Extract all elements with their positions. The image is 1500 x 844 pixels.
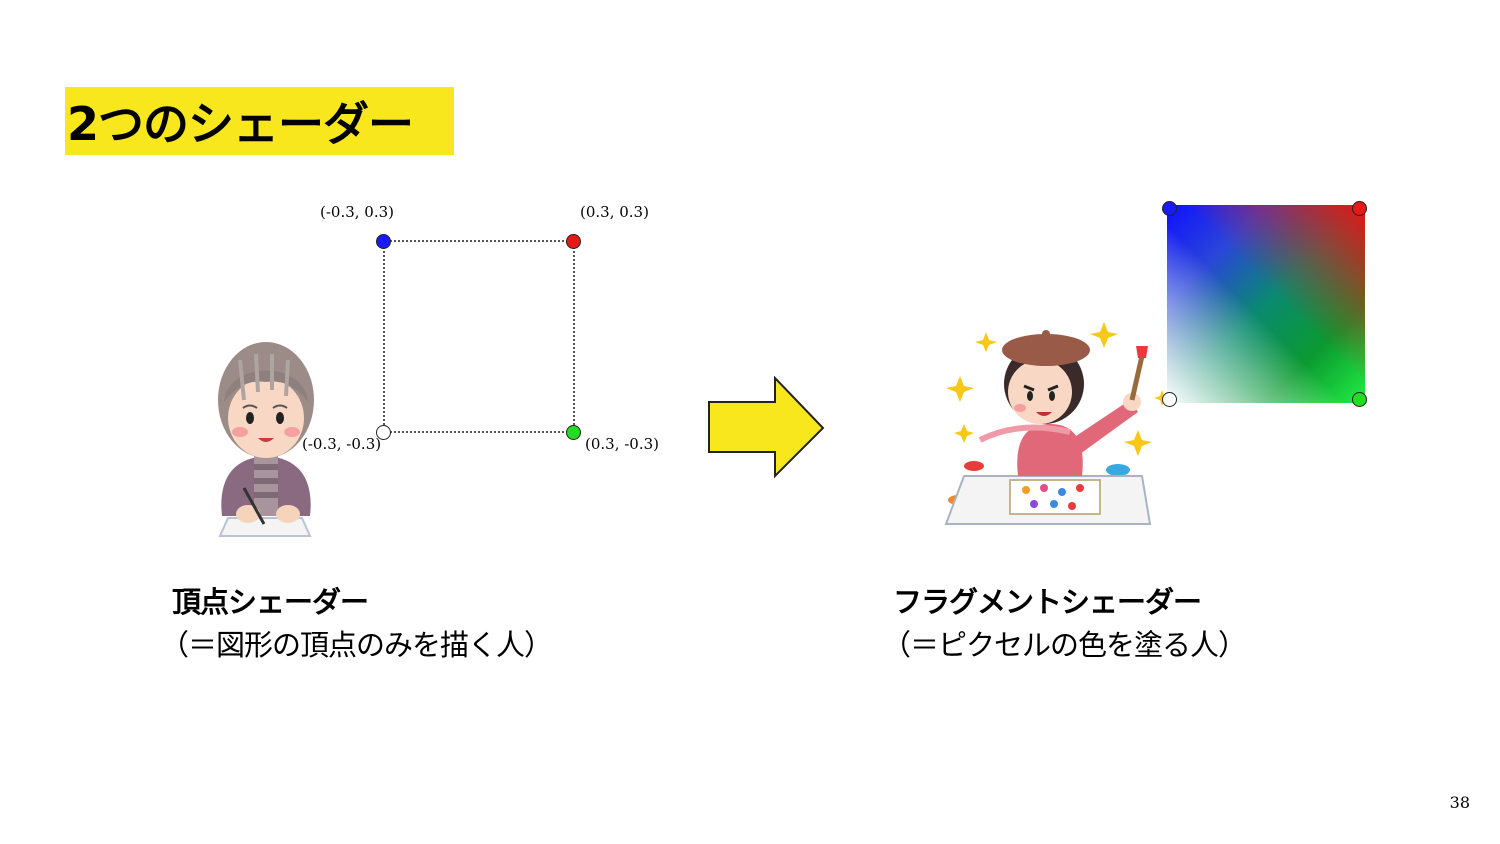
fragment-shader-description: （＝ピクセルの色を塗る人） xyxy=(882,628,1247,662)
vertex-bottom-right xyxy=(566,425,581,440)
vertex-square-outline xyxy=(383,240,575,433)
coord-top-left: (-0.3, 0.3) xyxy=(320,203,395,221)
right-arrow-icon xyxy=(708,376,825,479)
fragment-vertex-top-left xyxy=(1162,201,1177,216)
fragment-vertex-top-right xyxy=(1352,201,1367,216)
coord-bottom-right: (0.3, -0.3) xyxy=(585,435,660,453)
fragment-vertex-bottom-left xyxy=(1162,392,1177,407)
vertex-shader-description: （＝図形の頂点のみを描く人） xyxy=(160,628,553,662)
fragment-vertex-bottom-right xyxy=(1352,392,1367,407)
vertex-top-left xyxy=(376,234,391,249)
fragment-shader-label: フラグメントシェーダー xyxy=(893,585,1202,619)
fragment-gradient-overlay xyxy=(1167,205,1365,403)
elderly-writer-illustration xyxy=(218,342,314,537)
vertex-top-right xyxy=(566,234,581,249)
page-number: 38 xyxy=(1449,793,1470,812)
slide-title: 2つのシェーダー xyxy=(67,97,414,151)
vertex-bottom-left xyxy=(376,425,391,440)
title-highlight: 2つのシェーダー xyxy=(65,87,454,155)
painter-illustration xyxy=(944,322,1170,525)
coord-top-right: (0.3, 0.3) xyxy=(580,203,649,221)
coord-bottom-left: (-0.3, -0.3) xyxy=(302,435,382,453)
vertex-shader-label: 頂点シェーダー xyxy=(172,585,369,619)
